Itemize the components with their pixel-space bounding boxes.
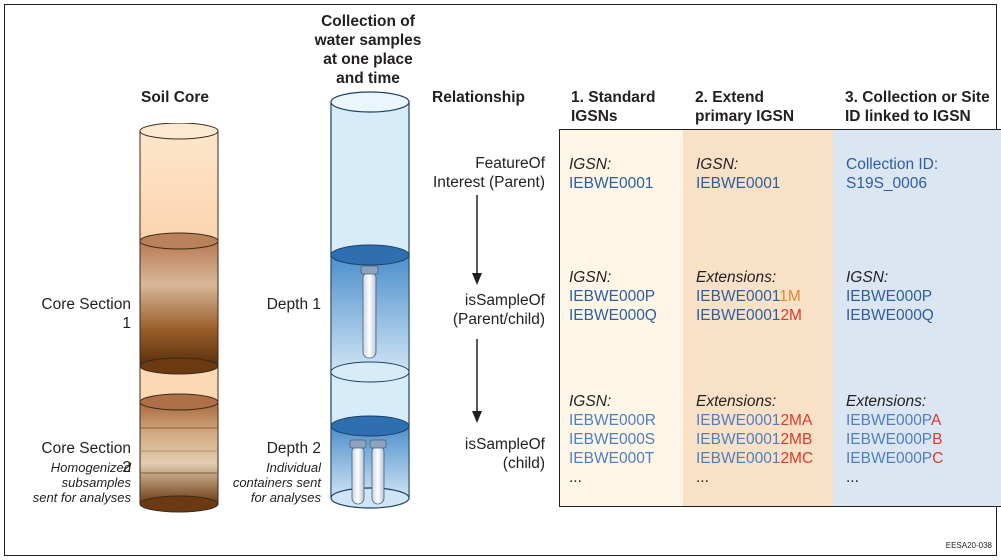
core-section-2-note: Homogenized subsamples sent for analyses (32, 460, 131, 505)
arrow-down-icon (472, 273, 482, 285)
soil-core-illustration (139, 123, 219, 513)
standard-row-3: IGSN: IEBWE000R IEBWE000S IEBWE000T ... (569, 393, 657, 486)
core-section-1-label: Core Section 1 (41, 296, 131, 332)
depth-2-label: Depth 2 (266, 440, 321, 457)
depth-2-surface (330, 415, 410, 437)
diagram-frame: Soil Core Collection of water samples at… (4, 4, 1001, 556)
soil-core-upper (139, 130, 219, 242)
depth-2-note: Individual containers sent for analyses (232, 460, 321, 505)
standard-igsn-column (560, 130, 683, 506)
extend-igsn-column (683, 130, 833, 506)
collection-row-2: IGSN: IEBWE000P IEBWE000Q (846, 269, 934, 324)
depth-1-sample-tube (360, 265, 379, 359)
depth-1-label: Depth 1 (266, 296, 321, 313)
relationship-arrows (472, 195, 482, 423)
collection-id-header: 3. Collection or Site ID linked to IGSN (845, 89, 990, 125)
relationship-is-sample-of-parent-child: isSampleOf (Parent/child) (452, 292, 545, 328)
water-column-bottom (330, 487, 410, 509)
depth-2-sample-tube-left (349, 439, 367, 505)
extend-row-1: IGSN: IEBWE0001 (696, 156, 781, 192)
standard-igsn-header: 1. Standard IGSNs (571, 89, 656, 125)
soil-core-bottom (139, 495, 219, 513)
extend-row-2: Extensions: IEBWE00011M IEBWE00012M (696, 269, 802, 324)
depth-2-sample-tube-right (369, 439, 387, 505)
collection-id-column (833, 130, 1001, 506)
soil-section-2 (139, 401, 219, 505)
depth-1-bottom (330, 361, 410, 383)
relationship-is-sample-of-child: isSampleOf (child) (464, 436, 545, 472)
soil-section-1-top (139, 232, 219, 250)
soil-core-gap-cap (139, 357, 219, 375)
depth-2-water (330, 425, 410, 499)
arrow-down-icon (472, 411, 482, 423)
water-column-top (330, 91, 410, 113)
water-column-illustration (330, 91, 410, 509)
igsn-table: IGSN: IEBWE0001 IGSN: IEBWE000P IEBWE000… (559, 129, 1001, 507)
extend-igsn-header: 2. Extend primary IGSN (695, 89, 795, 125)
extend-row-3: Extensions: IEBWE00012MA IEBWE00012MB IE… (696, 393, 814, 486)
core-section-2-label: Core Section 2 (41, 440, 131, 476)
soil-core-title: Soil Core (141, 89, 210, 106)
collection-row-1: Collection ID: S19S_0006 (846, 156, 939, 192)
soil-section-1 (139, 240, 219, 367)
soil-section-2-top (139, 393, 219, 411)
depth-1-surface (330, 244, 410, 266)
relationship-feature-of-interest: FeatureOf Interest (Parent) (433, 155, 545, 191)
collection-row-3: Extensions: IEBWE000PA IEBWE000PB IEBWE0… (846, 393, 944, 486)
standard-row-2: IGSN: IEBWE000P IEBWE000Q (569, 269, 657, 324)
water-collection-title: Collection of water samples at one place… (314, 13, 422, 87)
figure-code: EESA20-038 (945, 541, 992, 550)
soil-core-top-cap (139, 123, 219, 140)
standard-row-1: IGSN: IEBWE0001 (569, 156, 654, 192)
relationship-title: Relationship (432, 89, 526, 106)
